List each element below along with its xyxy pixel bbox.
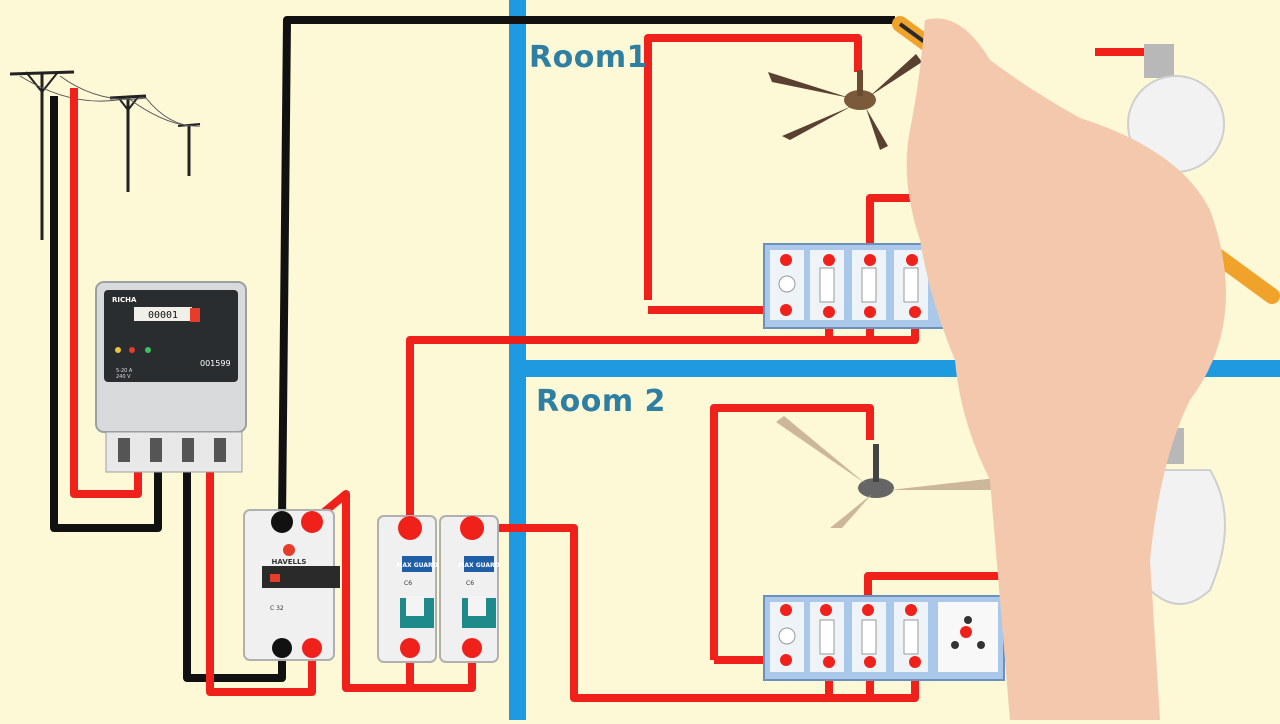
energy-meter: 00001 RICHA 001599 5-20 A 240 V: [95, 281, 247, 473]
mcb-2-rating: C6: [466, 580, 474, 587]
main-breaker: HAVELLS C 32: [243, 509, 340, 661]
mcb-1: MAX GUARD C6: [377, 515, 438, 663]
mcb-2: MAX GUARD C6: [439, 515, 500, 663]
main-breaker-brand: HAVELLS: [272, 558, 307, 566]
room2-label: Room 2: [536, 384, 666, 419]
room2-switchboard: [763, 595, 1005, 681]
mcb-1-brand: MAX GUARD: [396, 562, 437, 569]
meter-display: [134, 307, 192, 321]
neutral-wires: [50, 16, 895, 682]
meter-rating: 5-20 A: [116, 368, 133, 374]
meter-brand: RICHA: [112, 296, 137, 304]
drawing-hand: [892, 16, 1280, 721]
room2-fan-icon: [776, 416, 996, 528]
utility-poles: [9, 70, 201, 240]
meter-reading: 00001: [148, 310, 178, 321]
main-breaker-lever: [262, 566, 340, 588]
mcb-1-rating: C6: [404, 580, 412, 587]
meter-voltage: 240 V: [116, 374, 131, 380]
meter-serial: 001599: [200, 359, 231, 368]
room1-label: Room1: [529, 40, 648, 75]
room1-fan-icon: [768, 54, 922, 150]
main-breaker-rating: C 32: [270, 605, 284, 612]
mcb-2-brand: MAX GUARD: [458, 562, 499, 569]
